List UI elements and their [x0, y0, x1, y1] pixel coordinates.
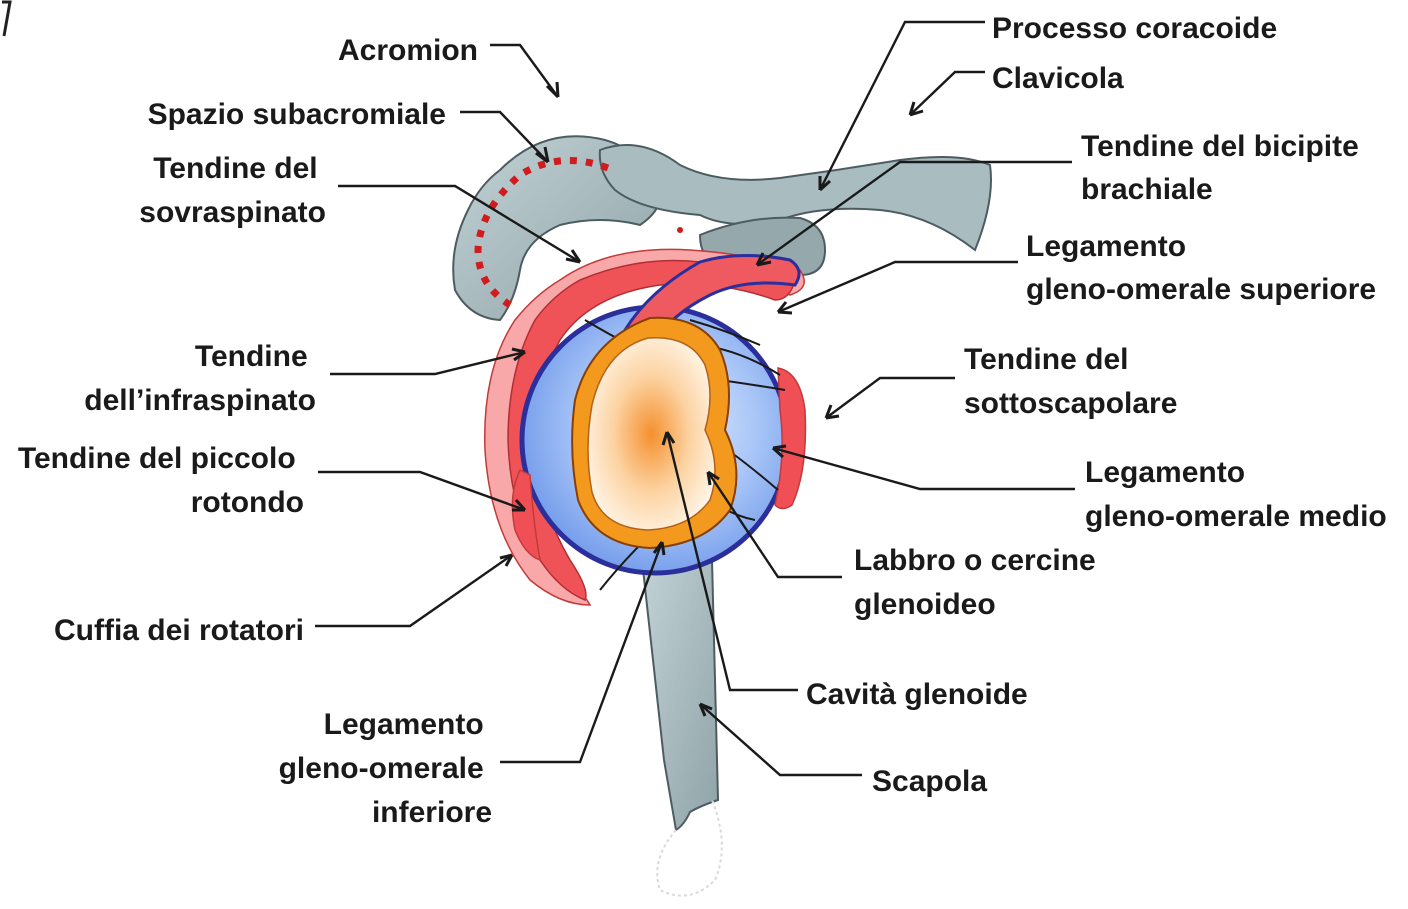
label-labbro-glenoideo: Labbro o cercine glenoideo: [854, 544, 1104, 621]
label-tendine-sottoscapolare: Tendine del sottoscapolare: [964, 343, 1177, 420]
label-tendine-piccolo-rotondo: Tendine del piccolo rotondo: [18, 442, 304, 519]
label-acromion: Acromion: [338, 34, 478, 67]
corner-mark: [2, 2, 10, 36]
label-legamento-inferiore: Legamento gleno-omerale inferiore: [279, 708, 492, 829]
label-tendine-bicipite: Tendine del bicipite brachiale: [1081, 130, 1367, 206]
label-cavita-glenoide: Cavità glenoide: [806, 678, 1028, 711]
scapola-shape: [642, 560, 718, 830]
label-tendine-sovraspinato: Tendine del sovraspinato: [139, 152, 326, 229]
dot: [677, 227, 683, 233]
label-legamento-superiore: Legamento gleno-omerale superiore: [1026, 230, 1376, 306]
label-scapola: Scapola: [872, 765, 987, 798]
label-clavicola: Clavicola: [992, 62, 1124, 95]
label-tendine-infraspinato: Tendine dell’infraspinato: [84, 340, 316, 417]
label-spazio-subacromiale: Spazio subacromiale: [148, 98, 446, 131]
label-processo-coracoide: Processo coracoide: [992, 12, 1277, 45]
label-cuffia-rotatori: Cuffia dei rotatori: [54, 614, 304, 647]
label-legamento-medio: Legamento gleno-omerale medio: [1085, 456, 1387, 533]
